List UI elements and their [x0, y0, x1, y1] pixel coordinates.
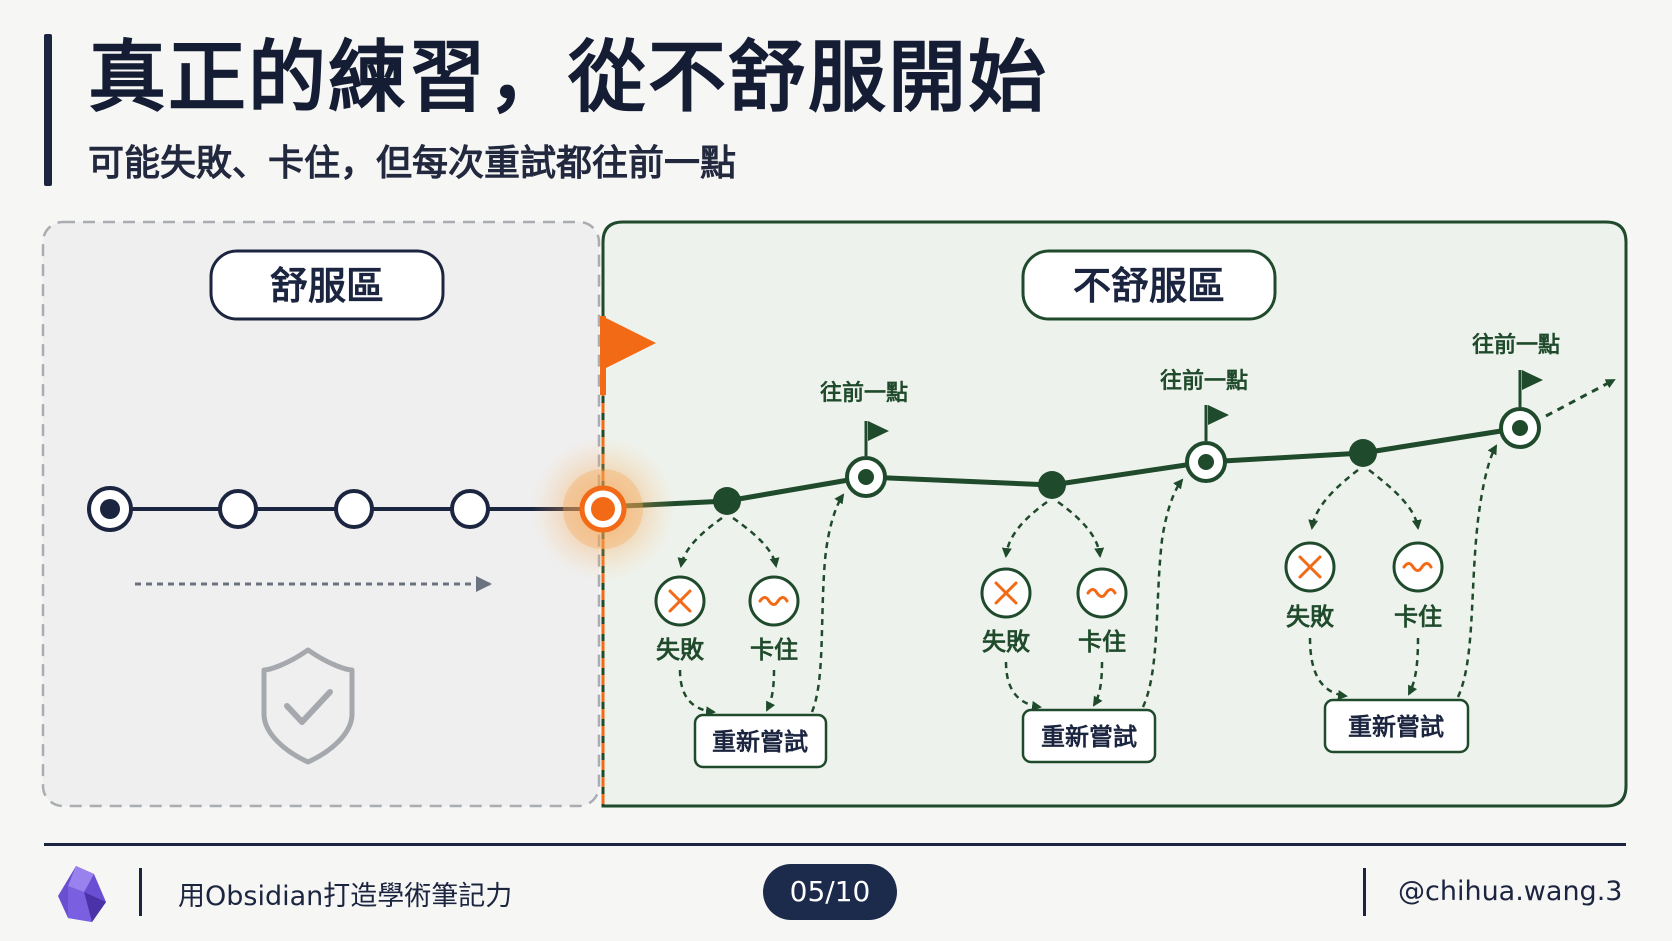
comfort-node: [334, 489, 374, 529]
course-title: 用Obsidian打造學術筆記力: [178, 881, 513, 912]
shield-check-icon: [261, 647, 355, 765]
stuck-label: 卡住: [750, 636, 798, 664]
start-node-dot: [100, 499, 120, 519]
retry-label: 重新嘗試: [712, 728, 808, 756]
practice-cycle-2: 失敗 卡住 重新嘗試 往前一點: [980, 368, 1248, 764]
decision-node: [1038, 471, 1066, 499]
discomfort-zone-label: 不舒服區: [1073, 264, 1225, 308]
x-icon: [994, 581, 1018, 605]
author-handle: @chihua.wang.3: [1398, 876, 1623, 907]
comfort-zone-label-box: [209, 249, 445, 321]
footer-rule: [44, 843, 1626, 846]
fail-label: 失敗: [982, 628, 1031, 656]
retry-label: 重新嘗試: [1041, 723, 1137, 751]
fail-label: 失敗: [1286, 603, 1335, 631]
practice-cycle-3: 失敗 卡住 重新嘗試 往前一點: [1284, 332, 1560, 754]
boundary-flag-icon: [600, 316, 656, 395]
retry-box: [693, 713, 828, 769]
practice-cycle-1: 失敗 卡住 重新嘗試 往前一點: [654, 380, 908, 769]
progress-label: 往前一點: [1472, 332, 1560, 358]
x-icon: [668, 589, 692, 613]
decision-node: [1349, 439, 1377, 467]
stuck-node: [1392, 541, 1444, 593]
retry-box: [1323, 698, 1470, 754]
wave-icon: [1402, 562, 1433, 572]
fail-label: 失敗: [656, 636, 705, 664]
page-title: 真正的練習，從不舒服開始: [88, 33, 1049, 123]
comfort-node: [218, 489, 258, 529]
comfort-zone-label: 舒服區: [270, 264, 384, 308]
flag-icon: [1518, 370, 1543, 407]
obsidian-gem-icon: [58, 866, 106, 922]
stuck-label: 卡住: [1394, 603, 1442, 631]
discomfort-zone-area: [601, 220, 1628, 808]
wave-icon: [1086, 588, 1117, 598]
discomfort-zone-label-box: [1021, 249, 1277, 321]
progress-label: 往前一點: [820, 380, 908, 406]
stuck-node: [1076, 567, 1128, 619]
comfort-node: [450, 489, 490, 529]
retry-label: 重新嘗試: [1348, 713, 1444, 741]
footer-divider: [1363, 868, 1366, 916]
title-accent-bar: [44, 34, 52, 186]
flag-icon: [1204, 405, 1229, 441]
progress-label: 往前一點: [1160, 368, 1248, 394]
x-icon: [1298, 555, 1322, 579]
footer-divider: [139, 868, 142, 916]
comfort-zone-area: [41, 220, 601, 808]
stuck-node: [748, 575, 800, 627]
page-subtitle: 可能失敗、卡住，但每次重試都往前一點: [88, 143, 737, 184]
wave-icon: [758, 596, 789, 606]
decision-node: [713, 487, 741, 515]
retry-box: [1021, 708, 1157, 764]
flag-icon: [864, 421, 889, 456]
page-indicator: 05/10: [763, 864, 897, 920]
stuck-label: 卡住: [1078, 628, 1126, 656]
